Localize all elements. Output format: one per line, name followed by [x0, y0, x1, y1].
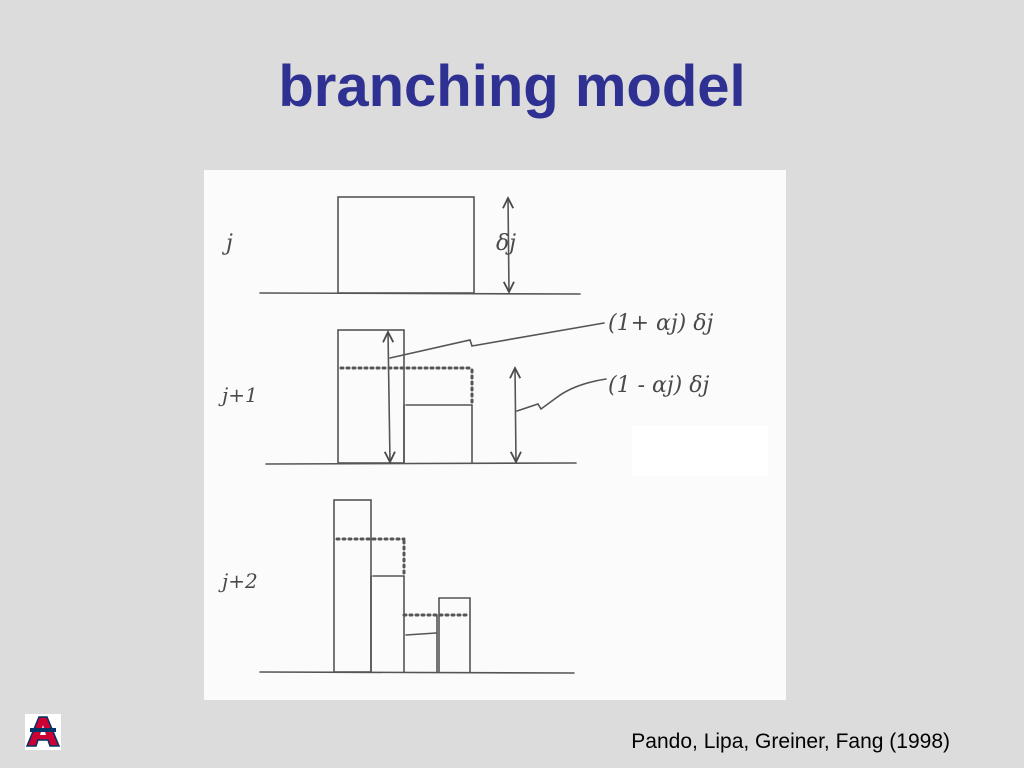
slide-title: branching model: [278, 54, 746, 119]
lower-annotation: (1 - αj) δj: [608, 373, 709, 398]
bar-1-level-j2: [333, 499, 372, 673]
bar-3-top: [405, 632, 437, 636]
baseline-level-j2: [259, 671, 575, 674]
delta-arrow: [508, 198, 509, 292]
citation: Pando, Lipa, Greiner, Fang (1998): [631, 730, 950, 753]
delta-label: δj: [496, 231, 516, 256]
level-label-j2: j+2: [218, 569, 258, 593]
box-level-j: [337, 196, 475, 294]
lower-annotation-leader: [516, 378, 607, 412]
level-label-j: j: [221, 231, 233, 256]
baseline-level-j1: [265, 462, 577, 465]
upper-annotation: (1+ αj) δj: [608, 311, 714, 336]
level-label-j1: j+1: [218, 383, 258, 407]
branching-diagram: j j+1 j+2 δj (1+ αj) δj (1 - αj) δj: [218, 196, 768, 674]
upper-delta-arrow: [388, 332, 390, 462]
branching-sketch: j j+1 j+2 δj (1+ αj) δj (1 - αj) δj: [204, 170, 786, 700]
lower-delta-arrow: [515, 368, 516, 462]
university-of-arizona-a-logo: [25, 714, 61, 750]
upper-annotation-leader: [389, 322, 605, 359]
scan-blank-patch: [632, 426, 768, 476]
tall-box-level-j1: [337, 329, 405, 464]
